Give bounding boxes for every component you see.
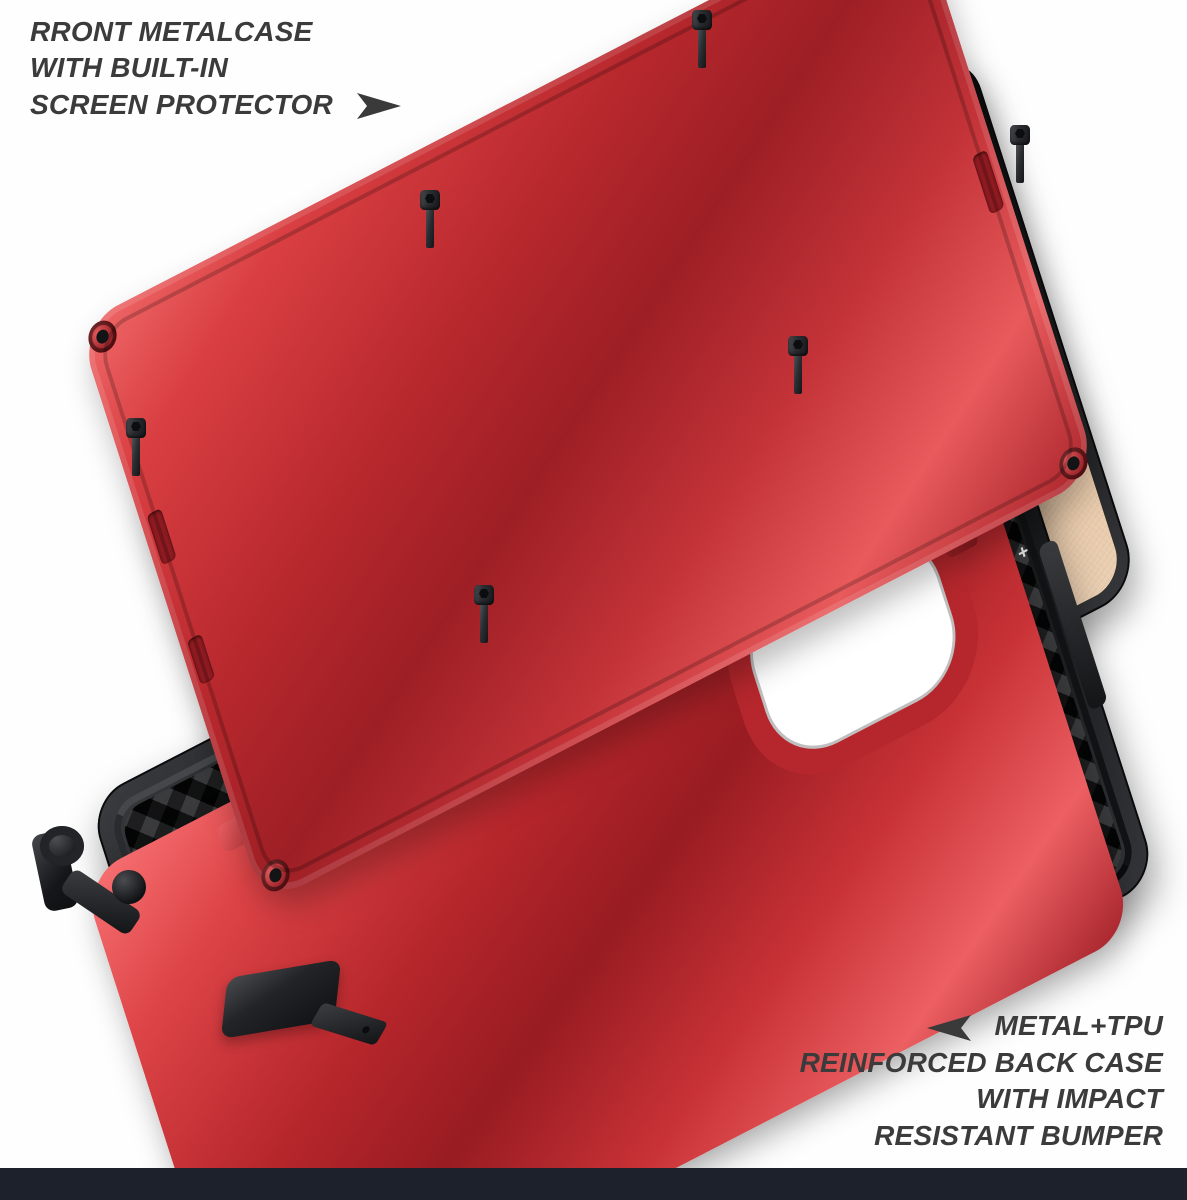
bottom-band: [0, 1168, 1187, 1200]
hex-socket-screw-icon: [788, 336, 808, 396]
screw-shaft: [132, 436, 140, 476]
annotation-front-metalcase: RRONT METALCASE WITH BUILT-IN SCREEN PRO…: [30, 14, 403, 123]
annotation-line: REINFORCED BACK CASE: [799, 1046, 1163, 1078]
annotation-line-with-arrow: SCREEN PROTECTOR: [30, 87, 403, 123]
screw-shaft: [794, 354, 802, 394]
frame-screw-boss: [84, 315, 121, 358]
hex-socket-screw-icon: [474, 585, 494, 645]
screw-hex-socket: [425, 194, 435, 203]
annotation-line: WITH IMPACT: [976, 1083, 1163, 1115]
hex-socket-screw-icon: [420, 190, 440, 250]
annotation-line: METAL+TPU: [994, 1010, 1163, 1042]
hex-socket-screw-icon: [126, 418, 146, 478]
hex-socket-screw-icon: [1010, 125, 1030, 185]
arrow-right-icon: [356, 93, 401, 120]
frame-button-slot: [146, 508, 177, 566]
bracket-knob: [112, 870, 146, 904]
screw-shaft: [480, 603, 488, 643]
screw-hex-socket: [1015, 129, 1025, 138]
frame-screw-boss: [1055, 442, 1092, 485]
screw-shaft: [426, 208, 434, 248]
annotation-line: RRONT METALCASE: [30, 16, 313, 47]
screw-hex-socket: [479, 589, 489, 598]
screw-shaft: [1016, 143, 1024, 183]
screw-shaft: [698, 28, 706, 68]
port-dust-plug-icon: [220, 958, 396, 1068]
screw-hex-socket: [131, 422, 141, 431]
lanyard-bracket-icon: [30, 826, 154, 946]
dust-plug-tail: [309, 1002, 389, 1046]
annotation-line: WITH BUILT-IN: [30, 52, 229, 84]
frame-button-slot: [186, 633, 216, 686]
frame-screw-boss: [257, 853, 294, 897]
bracket-ring: [40, 826, 84, 866]
screw-hex-socket: [697, 14, 707, 23]
screw-hex-socket: [793, 340, 803, 349]
annotation-line: RESISTANT BUMPER: [874, 1119, 1163, 1151]
annotation-back-case: METAL+TPU REINFORCED BACK CASE WITH IMPA…: [800, 1008, 1163, 1154]
arrow-left-icon: [926, 1015, 971, 1042]
hex-socket-screw-icon: [692, 10, 712, 70]
annotation-line-with-arrow: METAL+TPU: [800, 1008, 1163, 1044]
annotation-line: SCREEN PROTECTOR: [30, 88, 333, 120]
